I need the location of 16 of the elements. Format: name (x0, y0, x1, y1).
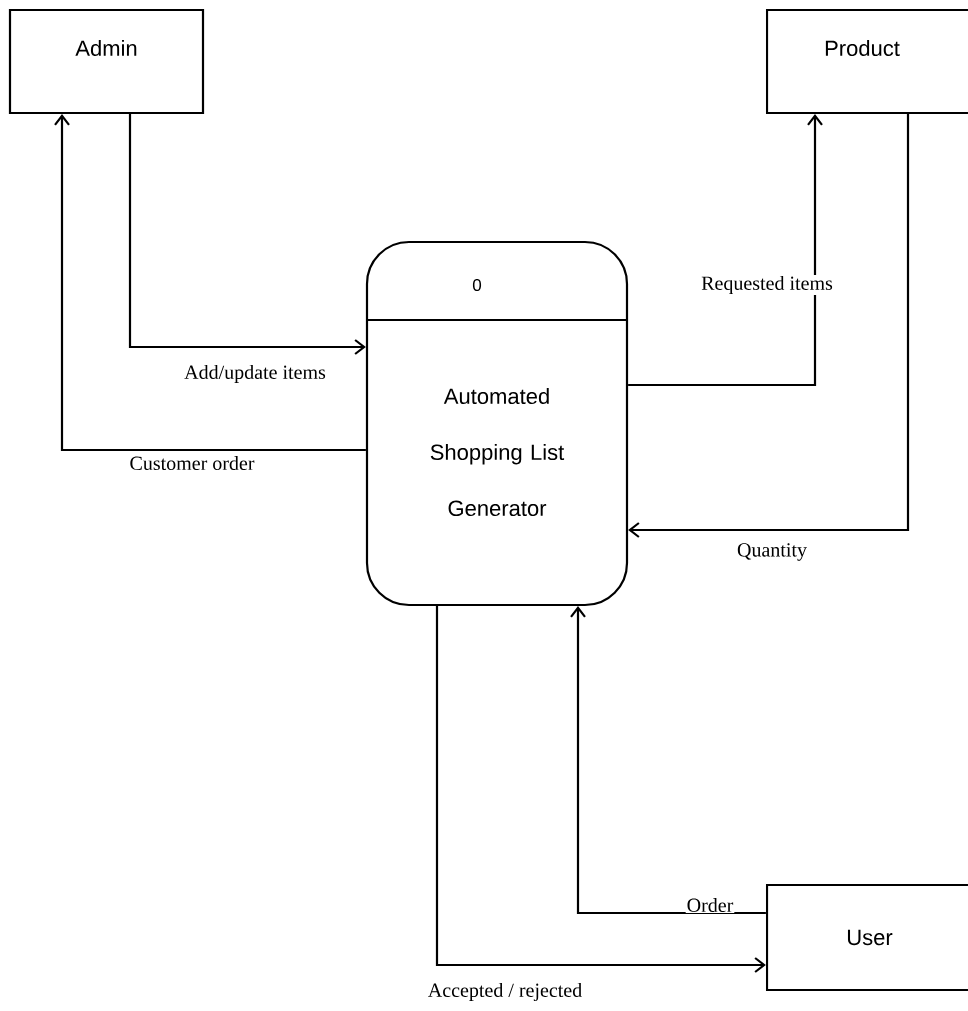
arrow (628, 114, 823, 387)
arrow (570, 606, 766, 915)
entity-box: User (765, 883, 968, 992)
arrow (54, 114, 366, 452)
edge-label: Add/update items (183, 363, 327, 385)
arrow (435, 606, 766, 973)
arrow (128, 114, 366, 355)
entity-box: Product (765, 8, 968, 115)
entity-box: Admin (8, 8, 205, 115)
edge-label: Customer order (128, 454, 256, 472)
arrow (628, 114, 910, 538)
edge-label: Requested items (700, 274, 834, 296)
process-box: 0 Automated Shopping List Generator (365, 240, 629, 607)
edge-label: Quantity (736, 542, 808, 562)
edge-label: Order (685, 896, 735, 914)
edge-label: Accepted / rejected (426, 981, 584, 1003)
